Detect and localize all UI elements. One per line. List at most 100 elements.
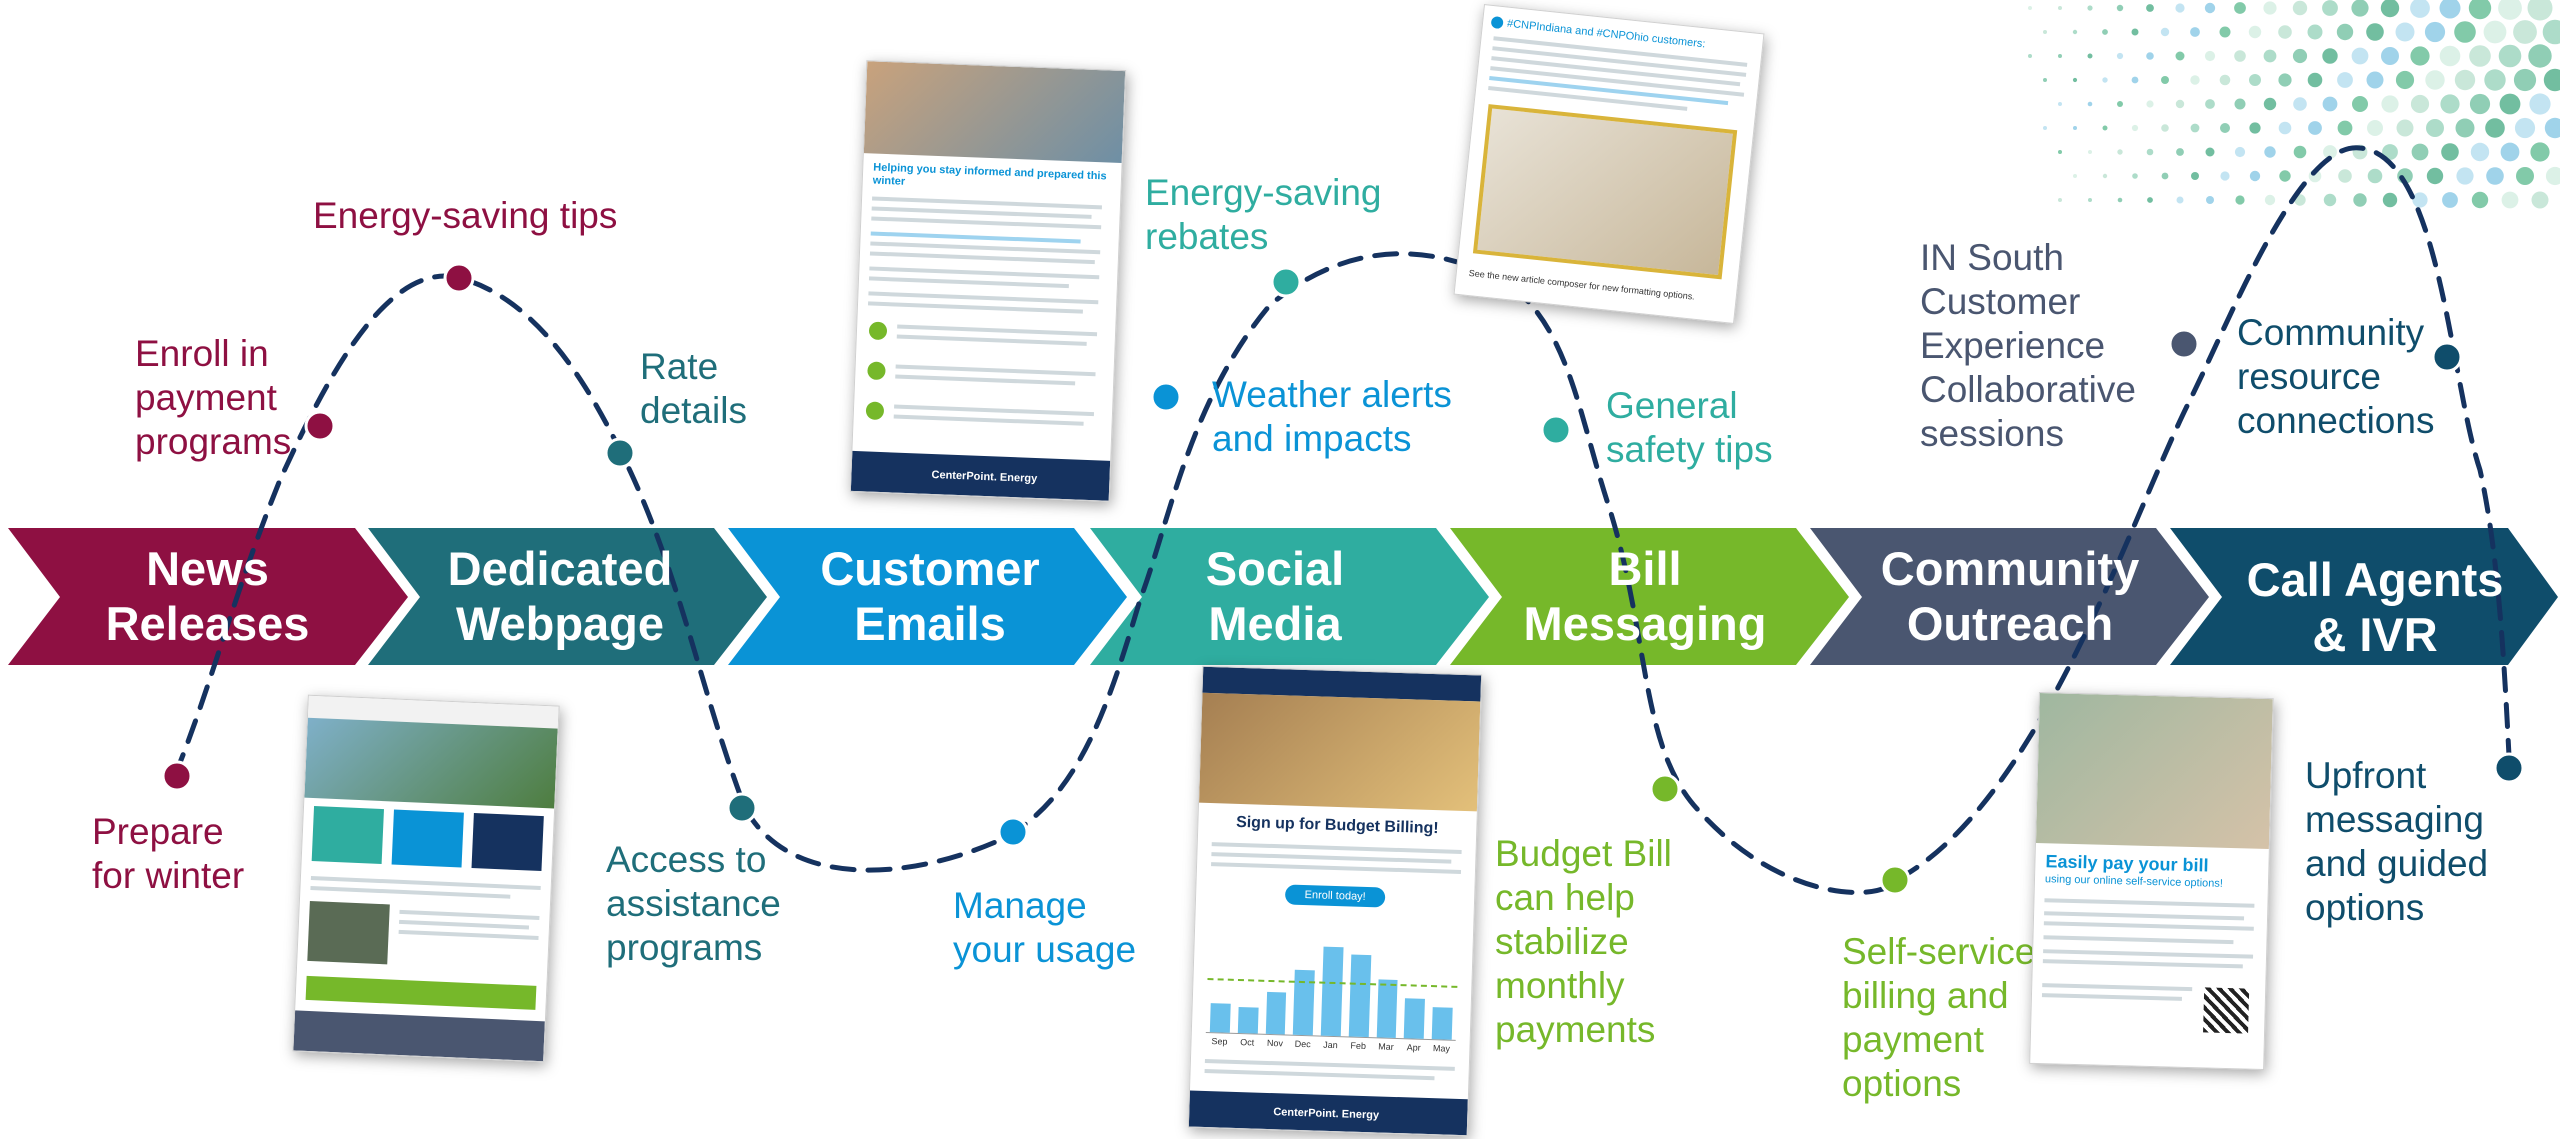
thumbnail-dedicated-webpage <box>292 694 560 1063</box>
decorative-dot <box>2381 47 2399 65</box>
decorative-dot <box>2426 167 2444 185</box>
decorative-dot <box>2469 45 2491 67</box>
decorative-dot <box>2087 101 2093 107</box>
decorative-dot <box>2527 0 2553 21</box>
decorative-dot <box>2072 29 2078 35</box>
budget-bar <box>1404 998 1426 1039</box>
decorative-dot <box>2235 195 2245 205</box>
decorative-dot <box>2131 76 2139 84</box>
label-prepare-winter: Prepare for winter <box>92 811 245 896</box>
decorative-dot <box>2043 126 2047 130</box>
decorative-dot <box>2529 93 2551 115</box>
decorative-dot <box>2249 74 2261 86</box>
decorative-dot <box>2220 123 2230 133</box>
decorative-dot <box>2544 117 2560 139</box>
decorative-dot <box>2337 120 2353 136</box>
decorative-dot <box>2293 145 2307 159</box>
decorative-dot <box>2116 52 2124 60</box>
decorative-dot <box>2367 120 2383 136</box>
decorative-dot <box>2440 94 2460 114</box>
chevron-dedicated-webpage <box>368 528 767 665</box>
decorative-dot <box>2117 101 2123 107</box>
decorative-dot <box>2351 0 2369 17</box>
decorative-dot <box>2263 97 2277 111</box>
decorative-dot <box>2102 125 2108 131</box>
decorative-dot <box>2161 76 2169 84</box>
decorative-dot <box>2073 174 2077 178</box>
decorative-dot <box>2220 171 2230 181</box>
budget-bar <box>1320 946 1344 1037</box>
label-rate-details: Rate details <box>640 346 747 431</box>
thumbnail-social-post: #CNPIndiana and #CNPOhio customers: See … <box>1453 4 1765 324</box>
decorative-dot <box>2161 172 2169 180</box>
decorative-dot <box>2264 194 2276 206</box>
decorative-dot <box>2043 30 2047 34</box>
decorative-dot <box>2116 4 2124 12</box>
budget-bar <box>1431 1007 1453 1040</box>
decorative-dot <box>2307 24 2323 40</box>
decorative-dot <box>2514 117 2536 139</box>
marker-community-resource <box>2431 341 2463 373</box>
decorative-dot <box>2484 69 2506 91</box>
budget-month-label: Nov <box>1266 1037 1284 1049</box>
decorative-dot <box>2542 19 2560 45</box>
decorative-dot <box>2102 173 2108 179</box>
decorative-dot <box>2278 25 2292 39</box>
label-enroll-payment: Enroll in payment programs <box>135 333 292 462</box>
decorative-dot <box>2131 124 2139 132</box>
decorative-dot <box>2264 146 2276 158</box>
decorative-dot <box>2439 45 2461 67</box>
decorative-dot <box>2410 46 2430 66</box>
chevron-community-outreach <box>1810 528 2209 665</box>
thumbnail-customer-email: Helping you stay informed and prepared t… <box>849 60 1127 502</box>
decorative-dot <box>2382 192 2398 208</box>
decorative-dot <box>2513 20 2537 44</box>
budget-title: Sign up for Budget Billing! <box>1235 813 1439 838</box>
decorative-dot <box>2500 142 2520 162</box>
decorative-dot <box>2531 191 2549 209</box>
decorative-dot <box>2516 167 2534 185</box>
decorative-dot <box>2248 25 2262 39</box>
decorative-dot <box>2175 51 2185 61</box>
decorative-dot <box>2367 168 2383 184</box>
budget-bar <box>1237 1007 1259 1034</box>
decorative-dot <box>2132 173 2138 179</box>
decorative-dot <box>2469 93 2491 115</box>
decorative-dot <box>2322 48 2338 64</box>
label-self-service: Self-service billing and payment options <box>1842 931 2036 1104</box>
decorative-dot <box>2292 48 2308 64</box>
budget-bar <box>1376 979 1398 1038</box>
marker-prepare-winter <box>161 760 193 792</box>
decorative-dot <box>2498 0 2522 20</box>
decorative-dot <box>2501 191 2519 209</box>
chevron-call-agents <box>2170 528 2558 665</box>
decorative-dot <box>2205 99 2215 109</box>
decorative-dot <box>2263 49 2277 63</box>
decorative-dot <box>2410 0 2430 18</box>
decorative-dot <box>2146 52 2154 60</box>
decorative-dot <box>2058 198 2062 202</box>
decorative-dot <box>2545 166 2560 186</box>
budget-chart <box>1205 917 1460 1041</box>
decorative-dot <box>2530 142 2550 162</box>
stage-label-community-outreach: Community Outreach <box>1880 542 2140 650</box>
social-post-image <box>1472 104 1738 280</box>
marker-safety-tips <box>1540 414 1572 446</box>
decorative-dot <box>2088 198 2092 202</box>
email-hero-photo <box>863 61 1126 164</box>
decorative-dot <box>2323 193 2337 207</box>
decorative-dot <box>2161 124 2169 132</box>
decorative-dot <box>2146 100 2154 108</box>
decorative-dot <box>2058 102 2062 106</box>
marker-enroll-payment <box>304 410 336 442</box>
decorative-dot <box>2322 96 2338 112</box>
decorative-dot <box>2543 68 2560 92</box>
decorative-dot <box>2160 27 2170 37</box>
budget-month-label: May <box>1432 1043 1451 1054</box>
decorative-dot <box>2353 193 2367 207</box>
marker-energy-saving-tips <box>443 262 475 294</box>
thumbnail-budget-billing: Sign up for Budget Billing! Enroll today… <box>1187 665 1483 1137</box>
label-access-assistance: Access to assistance programs <box>606 839 781 968</box>
decorative-dot <box>2410 94 2430 114</box>
